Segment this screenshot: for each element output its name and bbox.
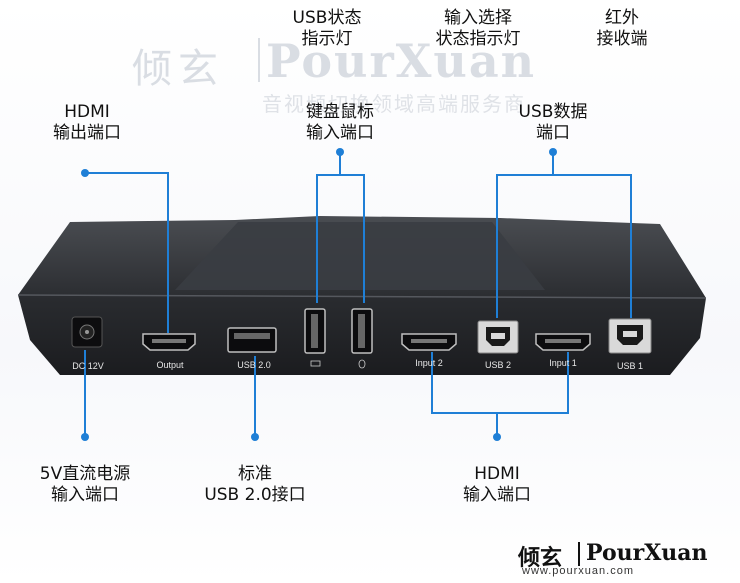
label-usb20-port: 标准 USB 2.0接口 — [204, 464, 306, 505]
usb20-port — [227, 327, 277, 353]
hdmi-input1-port — [535, 333, 591, 351]
label-usb-data-port: USB数据 端口 — [518, 102, 588, 143]
port-label-output: Output — [156, 360, 184, 370]
port-label-dc: DC 12V — [72, 361, 104, 371]
port-label-input2: Input 2 — [415, 358, 443, 368]
label-usb-status-indicator: USB状态 指示灯 — [292, 8, 362, 49]
leader-dots — [81, 148, 557, 441]
leader-lines — [84, 152, 632, 437]
watermark-separator — [258, 38, 260, 82]
watermark-brand-cn: 倾玄 — [132, 46, 224, 92]
label-hdmi-input: HDMI 输入端口 — [463, 464, 531, 505]
logo-separator — [578, 542, 580, 566]
port-label-usb1: USB 1 — [616, 361, 643, 371]
label-hdmi-output: HDMI 输出端口 — [53, 102, 121, 143]
logo-en: PourXuan — [586, 540, 708, 566]
label-infrared-receiver: 红外 接收端 — [596, 8, 648, 49]
port-label-input1: Input 1 — [549, 358, 577, 368]
label-keyboard-mouse-input: 键盘鼠标 输入端口 — [306, 102, 374, 143]
brand-logo: 倾玄 PourXuan www.pourxuan.com — [512, 538, 722, 578]
usb-b2-port — [477, 320, 519, 354]
mouse-usb-port — [351, 308, 373, 354]
keyboard-icon — [310, 360, 321, 367]
hdmi-input2-port — [401, 333, 457, 351]
watermark-slogan: 音视频切换领域高端服务商 — [262, 92, 526, 116]
hdmi-output-port — [142, 333, 196, 351]
usb-b1-port — [608, 318, 652, 354]
logo-url: www.pourxuan.com — [522, 565, 634, 577]
port-label-usb20: USB 2.0 — [237, 360, 271, 370]
label-power-input: 5V直流电源 输入端口 — [39, 464, 131, 505]
dc-power-jack — [71, 316, 103, 348]
logo-cn: 倾玄 — [518, 545, 563, 571]
keyboard-usb-port — [304, 308, 326, 354]
port-label-usb2: USB 2 — [484, 360, 511, 370]
watermark-brand-en: PourXuan — [266, 34, 537, 88]
label-input-select-indicator: 输入选择 状态指示灯 — [435, 8, 521, 49]
mouse-icon — [358, 359, 366, 369]
